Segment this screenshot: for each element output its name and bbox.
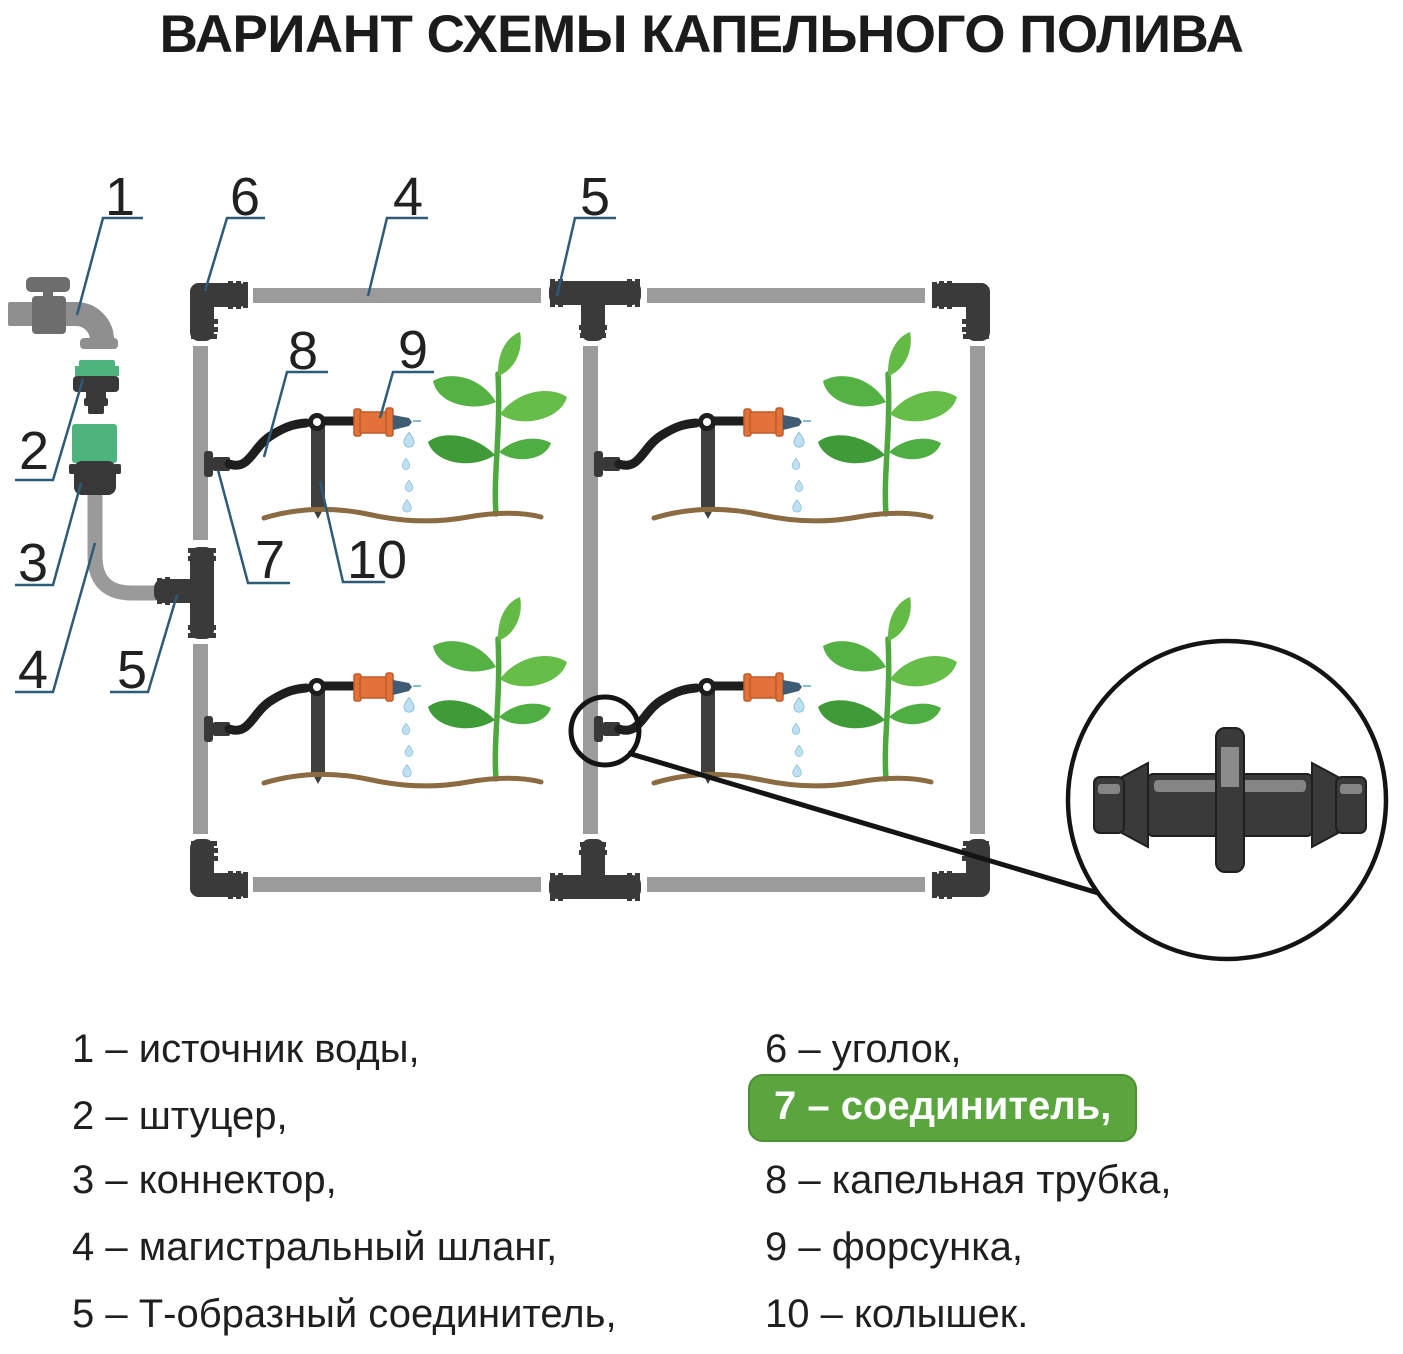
pipe-left-upper (193, 346, 208, 540)
callout-9: 9 (398, 320, 428, 380)
feeder-hose (87, 495, 156, 601)
callout-4-top: 4 (393, 167, 423, 227)
faucet-spout (66, 302, 114, 341)
leader-8 (262, 370, 328, 458)
leader-7 (216, 469, 290, 585)
pipe-top-left (253, 288, 541, 303)
pipe-bottom-right (647, 877, 925, 892)
callout-8: 8 (288, 321, 318, 381)
legend-item-10: 10 – колышек. (765, 1292, 1029, 1336)
leader-3 (15, 482, 83, 587)
tee-bottom-center (549, 839, 641, 901)
faucet-supply-stub (8, 302, 34, 326)
dripper-unit-1 (204, 332, 567, 521)
leader-9 (378, 370, 434, 419)
elbow-bottom-left (190, 839, 248, 899)
legend-item-6: 6 – уголок, (765, 1027, 962, 1071)
page-title: ВАРИАНТ СХЕМЫ КАПЕЛЬНОГО ПОЛИВА (159, 5, 1244, 64)
leader-5-top (555, 216, 616, 297)
callout-7: 7 (255, 530, 285, 590)
leader-6 (203, 216, 265, 292)
elbow-top-left (190, 281, 248, 341)
legend-item-1: 1 – источник воды, (72, 1027, 420, 1071)
pipe-bottom-left (253, 877, 541, 892)
dripper-unit-3 (204, 597, 567, 786)
faucet (8, 277, 118, 349)
callout-5-left: 5 (117, 640, 147, 700)
pipe-left-lower (193, 644, 208, 834)
leader-4-left (15, 542, 97, 694)
quick-connector-green (72, 424, 117, 463)
leader-10 (318, 480, 385, 584)
legend-item-2: 2 – штуцер, (72, 1094, 288, 1138)
callout-2: 2 (19, 421, 49, 481)
legend-item-8: 8 – капельная трубка, (765, 1158, 1172, 1202)
dripper-unit-2 (594, 332, 957, 521)
callout-labels: 1 6 4 5 8 9 2 3 4 5 7 10 (18, 167, 610, 700)
faucet-handle (26, 277, 70, 292)
tee-top-center (549, 279, 641, 341)
legend-item-3: 3 – коннектор, (72, 1158, 337, 1202)
leader-2 (15, 378, 85, 482)
leader-1 (75, 216, 143, 316)
faucet-spout-flange (80, 338, 118, 349)
elbow-top-right (932, 281, 990, 341)
connector-barb-left (1121, 761, 1149, 849)
leader-5-left (110, 594, 179, 694)
supply-assembly (69, 360, 156, 601)
callout-6: 6 (230, 167, 260, 227)
connector-barb-right (1311, 761, 1339, 849)
legend-item-9: 9 – форсунка, (765, 1225, 1023, 1269)
barbed-connector-detail (1093, 727, 1367, 873)
tap-fitting-green (79, 360, 115, 377)
faucet-valve-body (32, 296, 66, 334)
pipe-top-right (647, 288, 925, 303)
magnifier (568, 638, 1389, 962)
highlight-circle-small (568, 694, 642, 768)
magnifier-pointer-line (627, 750, 1106, 898)
legend-item-4: 4 – магистральный шланг, (72, 1225, 558, 1269)
callout-10: 10 (347, 530, 407, 590)
hose-connector-black (74, 461, 116, 495)
leader-4-top (366, 216, 428, 297)
callout-1: 1 (105, 167, 135, 227)
callout-5-top: 5 (580, 167, 610, 227)
callout-4-left: 4 (18, 640, 48, 700)
callout-3: 3 (18, 533, 48, 593)
fitting-clamp (73, 376, 119, 392)
pipe-right (970, 346, 985, 834)
faucet-handle-stem (43, 290, 53, 300)
callout-leaders (15, 216, 616, 694)
tee-left-side (154, 547, 216, 639)
grid-fittings (154, 279, 990, 901)
legend-item-7-highlighted: 7 – соединитель, (748, 1074, 1138, 1142)
legend-item-5: 5 – Т-образный соединитель, (72, 1292, 617, 1336)
